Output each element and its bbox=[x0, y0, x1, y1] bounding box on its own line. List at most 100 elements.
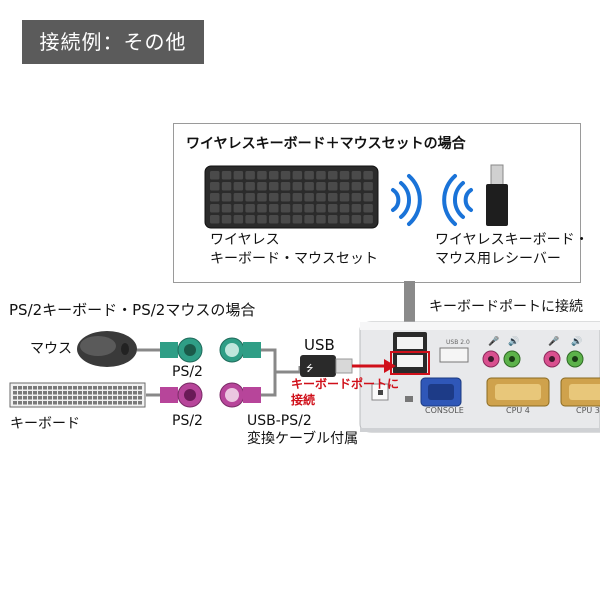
wireless-key bbox=[363, 182, 373, 191]
keyboard-key bbox=[108, 386, 112, 390]
wireless-key bbox=[245, 204, 255, 213]
receiver-label-1: ワイヤレスキーボード・ bbox=[435, 232, 589, 248]
keyboard-key bbox=[128, 396, 132, 400]
keyboard-key bbox=[73, 396, 77, 400]
wireless-key bbox=[245, 193, 255, 202]
keyboard-label: キーボード bbox=[10, 416, 80, 432]
wireless-key bbox=[351, 182, 362, 191]
console-label: CONSOLE bbox=[425, 406, 464, 415]
wireless-key bbox=[363, 204, 373, 213]
keyboard-key bbox=[138, 401, 142, 405]
svg-text:🎤: 🎤 bbox=[488, 335, 499, 347]
keyboard-key bbox=[48, 386, 52, 390]
svg-text:🔊: 🔊 bbox=[508, 335, 519, 347]
wireless-key bbox=[328, 204, 338, 213]
wireless-key bbox=[292, 215, 303, 224]
wireless-key bbox=[339, 204, 350, 213]
wireless-key bbox=[339, 171, 350, 180]
keyboard-key bbox=[88, 401, 92, 405]
keyboard-key bbox=[28, 401, 32, 405]
usb-port bbox=[439, 347, 469, 363]
wireless-key bbox=[245, 182, 255, 191]
wireless-key bbox=[257, 215, 267, 224]
keyboard-key bbox=[128, 401, 132, 405]
wireless-key bbox=[280, 204, 291, 213]
keyboard-key bbox=[78, 396, 82, 400]
ps2-keyboard-icon bbox=[9, 382, 146, 408]
mouse-icon bbox=[77, 331, 137, 367]
wireless-key bbox=[221, 215, 232, 224]
keyboard-key bbox=[118, 386, 122, 390]
keyboard-key bbox=[68, 386, 72, 390]
wireless-key bbox=[233, 215, 244, 224]
red-note-1: キーボードポートに bbox=[291, 377, 400, 391]
wireless-key bbox=[316, 204, 326, 213]
keyboard-key bbox=[113, 391, 117, 395]
keyboard-key bbox=[83, 391, 87, 395]
keyboard-key bbox=[68, 391, 72, 395]
keyboard-key bbox=[73, 391, 77, 395]
wireless-key bbox=[280, 215, 291, 224]
keyboard-key bbox=[133, 386, 137, 390]
wireless-key bbox=[245, 171, 255, 180]
keyboard-key bbox=[23, 401, 27, 405]
svg-text:🔊: 🔊 bbox=[571, 335, 582, 347]
wireless-key bbox=[339, 193, 350, 202]
cpu3-label: CPU 3 bbox=[576, 406, 600, 415]
keyboard-key bbox=[113, 401, 117, 405]
wireless-key bbox=[316, 182, 326, 191]
keyboard-key bbox=[58, 386, 62, 390]
wireless-key bbox=[292, 182, 303, 191]
keyboard-key bbox=[88, 391, 92, 395]
keyboard-key bbox=[28, 391, 32, 395]
cpu4-label: CPU 4 bbox=[506, 406, 530, 415]
keyboard-key bbox=[58, 391, 62, 395]
wireless-key bbox=[221, 204, 232, 213]
ps2-mouse-plug-icon bbox=[160, 337, 203, 363]
ps2-heading: PS/2キーボード・PS/2マウスの場合 bbox=[9, 301, 256, 319]
keyboard-key bbox=[88, 396, 92, 400]
keyboard-key bbox=[38, 396, 42, 400]
svg-text:⭍: ⭍ bbox=[306, 363, 314, 374]
wireless-key bbox=[210, 193, 220, 202]
wireless-connector-line bbox=[404, 281, 415, 329]
keyboard-key bbox=[103, 396, 107, 400]
ps2-label-mouse: PS/2 bbox=[172, 364, 203, 380]
wireless-key bbox=[221, 171, 232, 180]
keyboard-key bbox=[108, 396, 112, 400]
wireless-key bbox=[269, 193, 279, 202]
keyboard-key bbox=[53, 391, 57, 395]
wireless-heading: ワイヤレスキーボード＋マウスセットの場合 bbox=[186, 136, 466, 152]
wireless-key bbox=[210, 171, 220, 180]
keyboard-key bbox=[13, 391, 17, 395]
wireless-set-label-1: ワイヤレス bbox=[210, 232, 280, 248]
keyboard-key bbox=[18, 401, 22, 405]
keyboard-key bbox=[123, 386, 127, 390]
wireless-key bbox=[233, 171, 244, 180]
keyboard-key bbox=[88, 386, 92, 390]
keyboard-key bbox=[103, 401, 107, 405]
wireless-key bbox=[351, 193, 362, 202]
keyboard-key bbox=[98, 386, 102, 390]
cable-label-1: USB-PS/2 bbox=[247, 413, 312, 429]
keyboard-key bbox=[63, 391, 67, 395]
wireless-key bbox=[363, 215, 373, 224]
keyboard-key bbox=[128, 386, 132, 390]
wireless-key bbox=[269, 182, 279, 191]
wireless-key bbox=[233, 204, 244, 213]
wireless-key bbox=[292, 193, 303, 202]
keyboard-key bbox=[78, 386, 82, 390]
mouse-label: マウス bbox=[30, 341, 72, 357]
keyboard-key bbox=[23, 386, 27, 390]
keyboard-key bbox=[13, 401, 17, 405]
keyboard-key bbox=[23, 391, 27, 395]
wireless-key bbox=[280, 193, 291, 202]
keyboard-key bbox=[123, 396, 127, 400]
keyboard-key bbox=[43, 386, 47, 390]
receiver-label-2: マウス用レシーバー bbox=[435, 251, 561, 267]
keyboard-key bbox=[33, 396, 37, 400]
keyboard-key bbox=[28, 386, 32, 390]
wireless-key bbox=[221, 193, 232, 202]
keyboard-key bbox=[68, 401, 72, 405]
ps2-label-keyboard: PS/2 bbox=[172, 413, 203, 429]
